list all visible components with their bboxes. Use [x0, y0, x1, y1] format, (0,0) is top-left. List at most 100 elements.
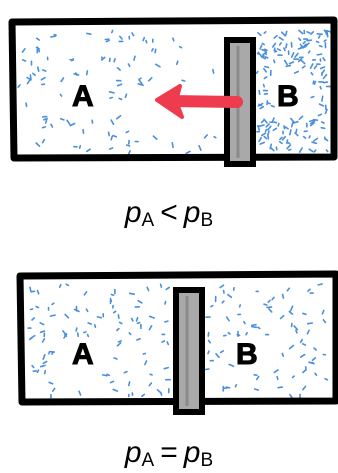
gas-particle — [309, 136, 310, 138]
gas-particle — [38, 67, 39, 71]
gas-particle — [289, 312, 292, 315]
gas-particle — [268, 131, 269, 135]
gas-particle — [260, 107, 263, 109]
gas-particle — [208, 351, 209, 354]
gas-particle — [307, 330, 309, 334]
gas-particle — [258, 327, 260, 328]
gas-particle — [60, 94, 61, 96]
gas-particle — [266, 124, 269, 127]
caption-2-var-left: p — [125, 436, 142, 469]
gas-particle — [265, 67, 269, 68]
gas-particle — [54, 35, 56, 36]
gas-particle — [278, 124, 279, 126]
caption-1-sub-right: B — [200, 210, 213, 231]
gas-particle — [37, 48, 40, 49]
gas-particle — [37, 38, 40, 40]
gas-particle — [237, 335, 239, 336]
gas-particle — [309, 51, 310, 53]
gas-particle — [199, 146, 201, 151]
gas-particle — [41, 365, 45, 366]
gas-particle — [208, 333, 209, 336]
gas-particle — [303, 371, 305, 373]
gas-particle — [49, 352, 50, 354]
gas-particle — [120, 36, 122, 39]
gas-particle — [110, 92, 115, 93]
gas-particle — [268, 103, 270, 104]
gas-particle — [268, 126, 271, 130]
gas-particle — [265, 49, 267, 50]
gas-particle — [315, 66, 317, 69]
gas-particle — [321, 67, 325, 69]
gas-particle — [311, 32, 313, 34]
gas-particle — [130, 293, 135, 294]
gas-particle — [303, 313, 306, 314]
caption-2: pA=pB — [0, 438, 338, 470]
gas-particle — [308, 323, 313, 324]
gas-particle — [315, 373, 317, 375]
gas-particle — [180, 47, 182, 48]
gas-particle — [186, 151, 190, 153]
gas-particle — [277, 377, 278, 380]
gas-particle — [283, 137, 286, 140]
gas-particle — [312, 363, 314, 364]
region-label-a-2: A — [72, 340, 94, 370]
gas-particle — [37, 370, 38, 372]
gas-particle — [276, 147, 277, 150]
caption-1-var-left: p — [125, 196, 142, 229]
gas-particle — [324, 40, 326, 41]
gas-particle — [138, 301, 142, 303]
gas-particle — [49, 382, 53, 383]
gas-particle — [314, 348, 316, 350]
gas-particle — [44, 119, 46, 120]
gas-particle — [117, 343, 120, 346]
gas-particle — [63, 331, 65, 334]
gas-particle — [255, 389, 258, 390]
gas-particle — [31, 309, 33, 310]
gas-particle — [289, 150, 291, 151]
gas-particle — [266, 130, 267, 132]
gas-particle — [240, 305, 241, 307]
gas-particle — [259, 91, 260, 95]
gas-particle — [324, 82, 328, 83]
gas-particle — [18, 85, 20, 87]
gas-particle — [264, 137, 266, 139]
gas-particle — [41, 78, 45, 80]
gas-particle — [264, 304, 267, 305]
gas-particle — [139, 78, 141, 79]
gas-particle — [314, 120, 318, 121]
gas-particle — [300, 148, 303, 152]
caption-2-var-right: p — [184, 436, 201, 469]
gas-particle — [129, 333, 130, 335]
gas-particle — [224, 335, 226, 336]
gas-particle — [113, 389, 117, 391]
gas-particle — [33, 73, 35, 75]
gas-particle — [264, 32, 266, 33]
gas-particle — [143, 354, 145, 355]
gas-particle — [51, 124, 52, 127]
gas-particle — [142, 395, 145, 397]
gas-particle — [76, 73, 77, 75]
gas-particle — [292, 53, 294, 57]
gas-particle — [290, 395, 292, 398]
gas-particle — [118, 315, 119, 318]
gas-particle — [167, 342, 168, 344]
gas-particle — [106, 41, 109, 42]
caption-2-sub-right: B — [200, 450, 213, 471]
gas-particle — [156, 64, 160, 67]
gas-particle — [299, 116, 302, 119]
gas-particle — [118, 84, 122, 86]
gas-particle — [287, 288, 289, 291]
gas-particle — [264, 85, 265, 87]
gas-particle — [146, 41, 147, 43]
gas-particle — [23, 60, 26, 61]
gas-particle — [43, 127, 46, 128]
gas-particle — [150, 374, 152, 375]
gas-particle — [262, 43, 264, 44]
gas-particle — [290, 62, 294, 64]
gas-particle — [279, 37, 283, 40]
gas-particle — [275, 122, 277, 123]
gas-particle — [308, 289, 310, 291]
gas-particle — [113, 136, 116, 137]
gas-particle — [262, 121, 264, 123]
gas-particle — [312, 142, 316, 143]
